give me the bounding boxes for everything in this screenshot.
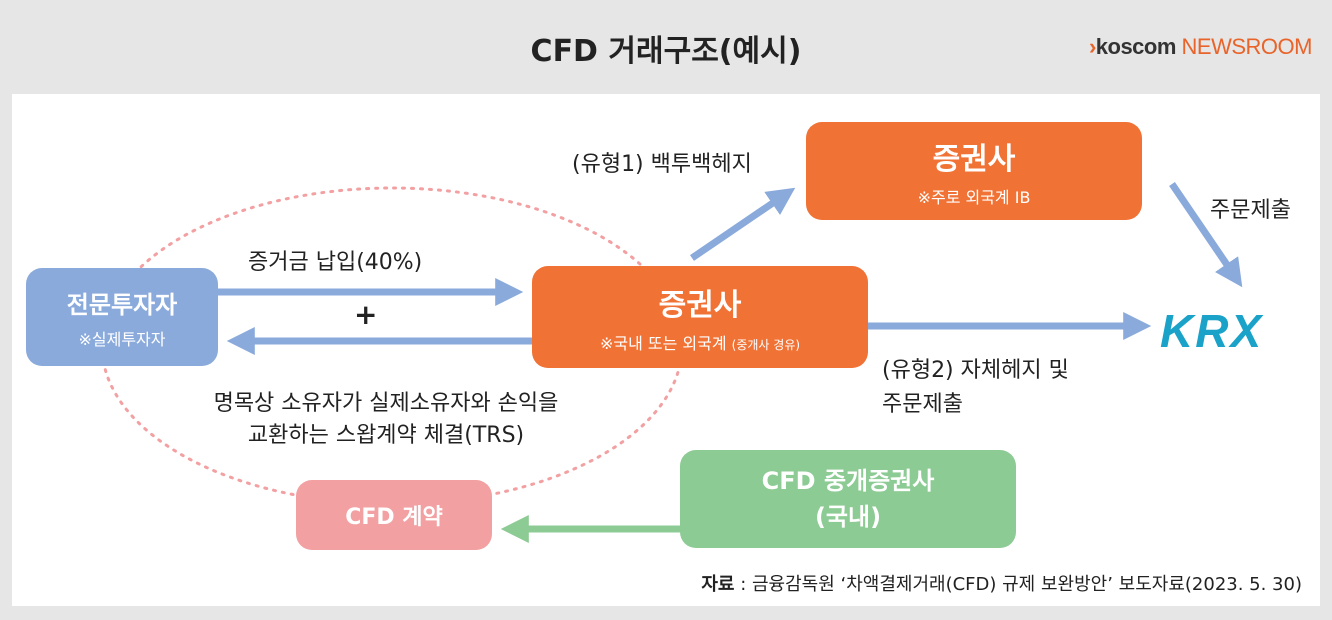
cfd-broker-title-line2: (국내) bbox=[814, 503, 882, 531]
node-cfd-broker: CFD 중개증권사 (국내) bbox=[680, 450, 1016, 548]
krx-logo: KRX bbox=[1160, 305, 1264, 357]
label-plus: + bbox=[354, 298, 378, 331]
investor-sub: ※실제투자자 bbox=[78, 329, 166, 349]
brand-logo: ›koscom NEWSROOM bbox=[1088, 34, 1313, 60]
broker-mid-sub: ※국내 또는 외국계 (중개사 경유) bbox=[600, 330, 800, 354]
broker-top-sub: ※주로 외국계 IB bbox=[917, 188, 1031, 207]
node-cfd-contract: CFD 계약 bbox=[296, 480, 492, 550]
broker-mid-sub-small: (중개사 경유) bbox=[731, 338, 801, 352]
label-type2-line2: 주문제출 bbox=[882, 392, 963, 417]
label-trs: 명목상 소유자가 실제소유자와 손익을 교환하는 스왑계약 체결(TRS) bbox=[160, 388, 612, 452]
broker-top-title: 증권사 bbox=[932, 142, 1016, 177]
cfd-broker-title-line1: CFD 중개증권사 bbox=[761, 467, 935, 495]
page-title: CFD 거래구조(예시) bbox=[530, 34, 802, 69]
label-order-submit: 주문제출 bbox=[1210, 198, 1291, 223]
node-investor: 전문투자자 ※실제투자자 bbox=[26, 268, 218, 366]
arrow-type1 bbox=[690, 187, 796, 261]
label-trs-line2: 교환하는 스왑계약 체결(TRS) bbox=[247, 423, 525, 448]
broker-mid-title: 증권사 bbox=[658, 288, 742, 323]
broker-mid-sub-text: ※국내 또는 외국계 bbox=[599, 334, 727, 353]
brand-name: koscom bbox=[1095, 34, 1177, 59]
cfd-contract-title: CFD 계약 bbox=[345, 505, 443, 530]
node-broker-mid: 증권사 ※국내 또는 외국계 (중개사 경유) bbox=[532, 266, 868, 368]
source-note: 자료 : 금융감독원 ‘차액결제거래(CFD) 규제 보완방안’ 보도자료(20… bbox=[701, 570, 1302, 596]
node-broker-top: 증권사 ※주로 외국계 IB bbox=[806, 122, 1142, 220]
label-type2-line1: (유형2) 자체헤지 및 bbox=[882, 358, 1069, 383]
investor-title: 전문투자자 bbox=[66, 290, 178, 319]
arrow-order-submit bbox=[1169, 182, 1243, 288]
brand-chevron-icon: › bbox=[1088, 34, 1096, 59]
source-label: 자료 bbox=[701, 574, 735, 595]
source-text: : 금융감독원 ‘차액결제거래(CFD) 규제 보완방안’ 보도자료(2023.… bbox=[734, 574, 1302, 595]
label-trs-line1: 명목상 소유자가 실제소유자와 손익을 bbox=[213, 391, 559, 416]
label-margin: 증거금 납입(40%) bbox=[248, 250, 423, 275]
label-type1: (유형1) 백투백헤지 bbox=[572, 152, 752, 177]
brand-suffix: NEWSROOM bbox=[1181, 34, 1313, 59]
